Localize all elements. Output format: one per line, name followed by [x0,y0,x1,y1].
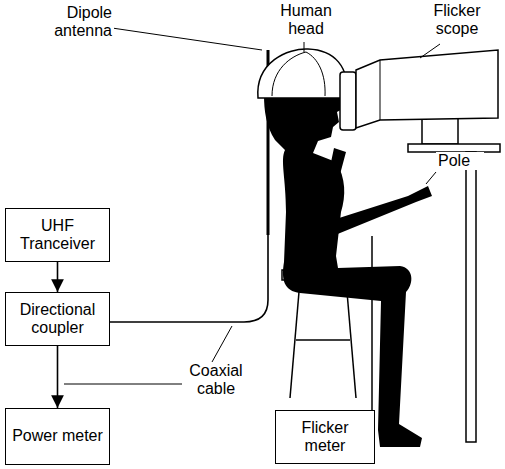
forward-arm [298,176,432,242]
scope-eyepiece [340,72,356,130]
coaxial-cable [110,235,268,322]
instrument-box: Directional coupler [5,292,110,346]
leader-line [304,42,305,52]
leader-line [420,44,440,58]
scope-stand [466,152,476,442]
signal-arrow [57,346,59,408]
pole [371,236,373,410]
helmet-seam [272,52,325,96]
flicker-scope [356,50,498,128]
box-label: Directional coupler [11,301,104,338]
leader-line [426,172,436,184]
stool-rung [296,339,350,341]
part-label: Coaxial cable [182,362,250,399]
box-label: Flicker meter [281,419,369,456]
leader-line [212,326,232,362]
helmet [258,49,348,98]
leader-line [112,28,262,50]
instrument-box: Power meter [5,408,110,465]
box-label: Power meter [12,427,103,445]
box-label: UHF Tranceiver [11,217,104,254]
stool-leg [290,280,300,398]
part-label: Dipole antenna [30,4,114,41]
part-label: Human head [272,2,340,39]
scope-joint [380,60,381,120]
part-label: Flicker scope [412,2,502,39]
scope-table [408,144,500,152]
scope-mount [422,118,458,144]
instrument-box: Flicker meter [275,410,375,464]
instrument-box: UHF Tranceiver [5,208,110,262]
part-label: Pole [436,152,484,170]
signal-arrow [57,262,59,292]
human-silhouette [264,73,422,447]
leader-line [64,384,182,385]
